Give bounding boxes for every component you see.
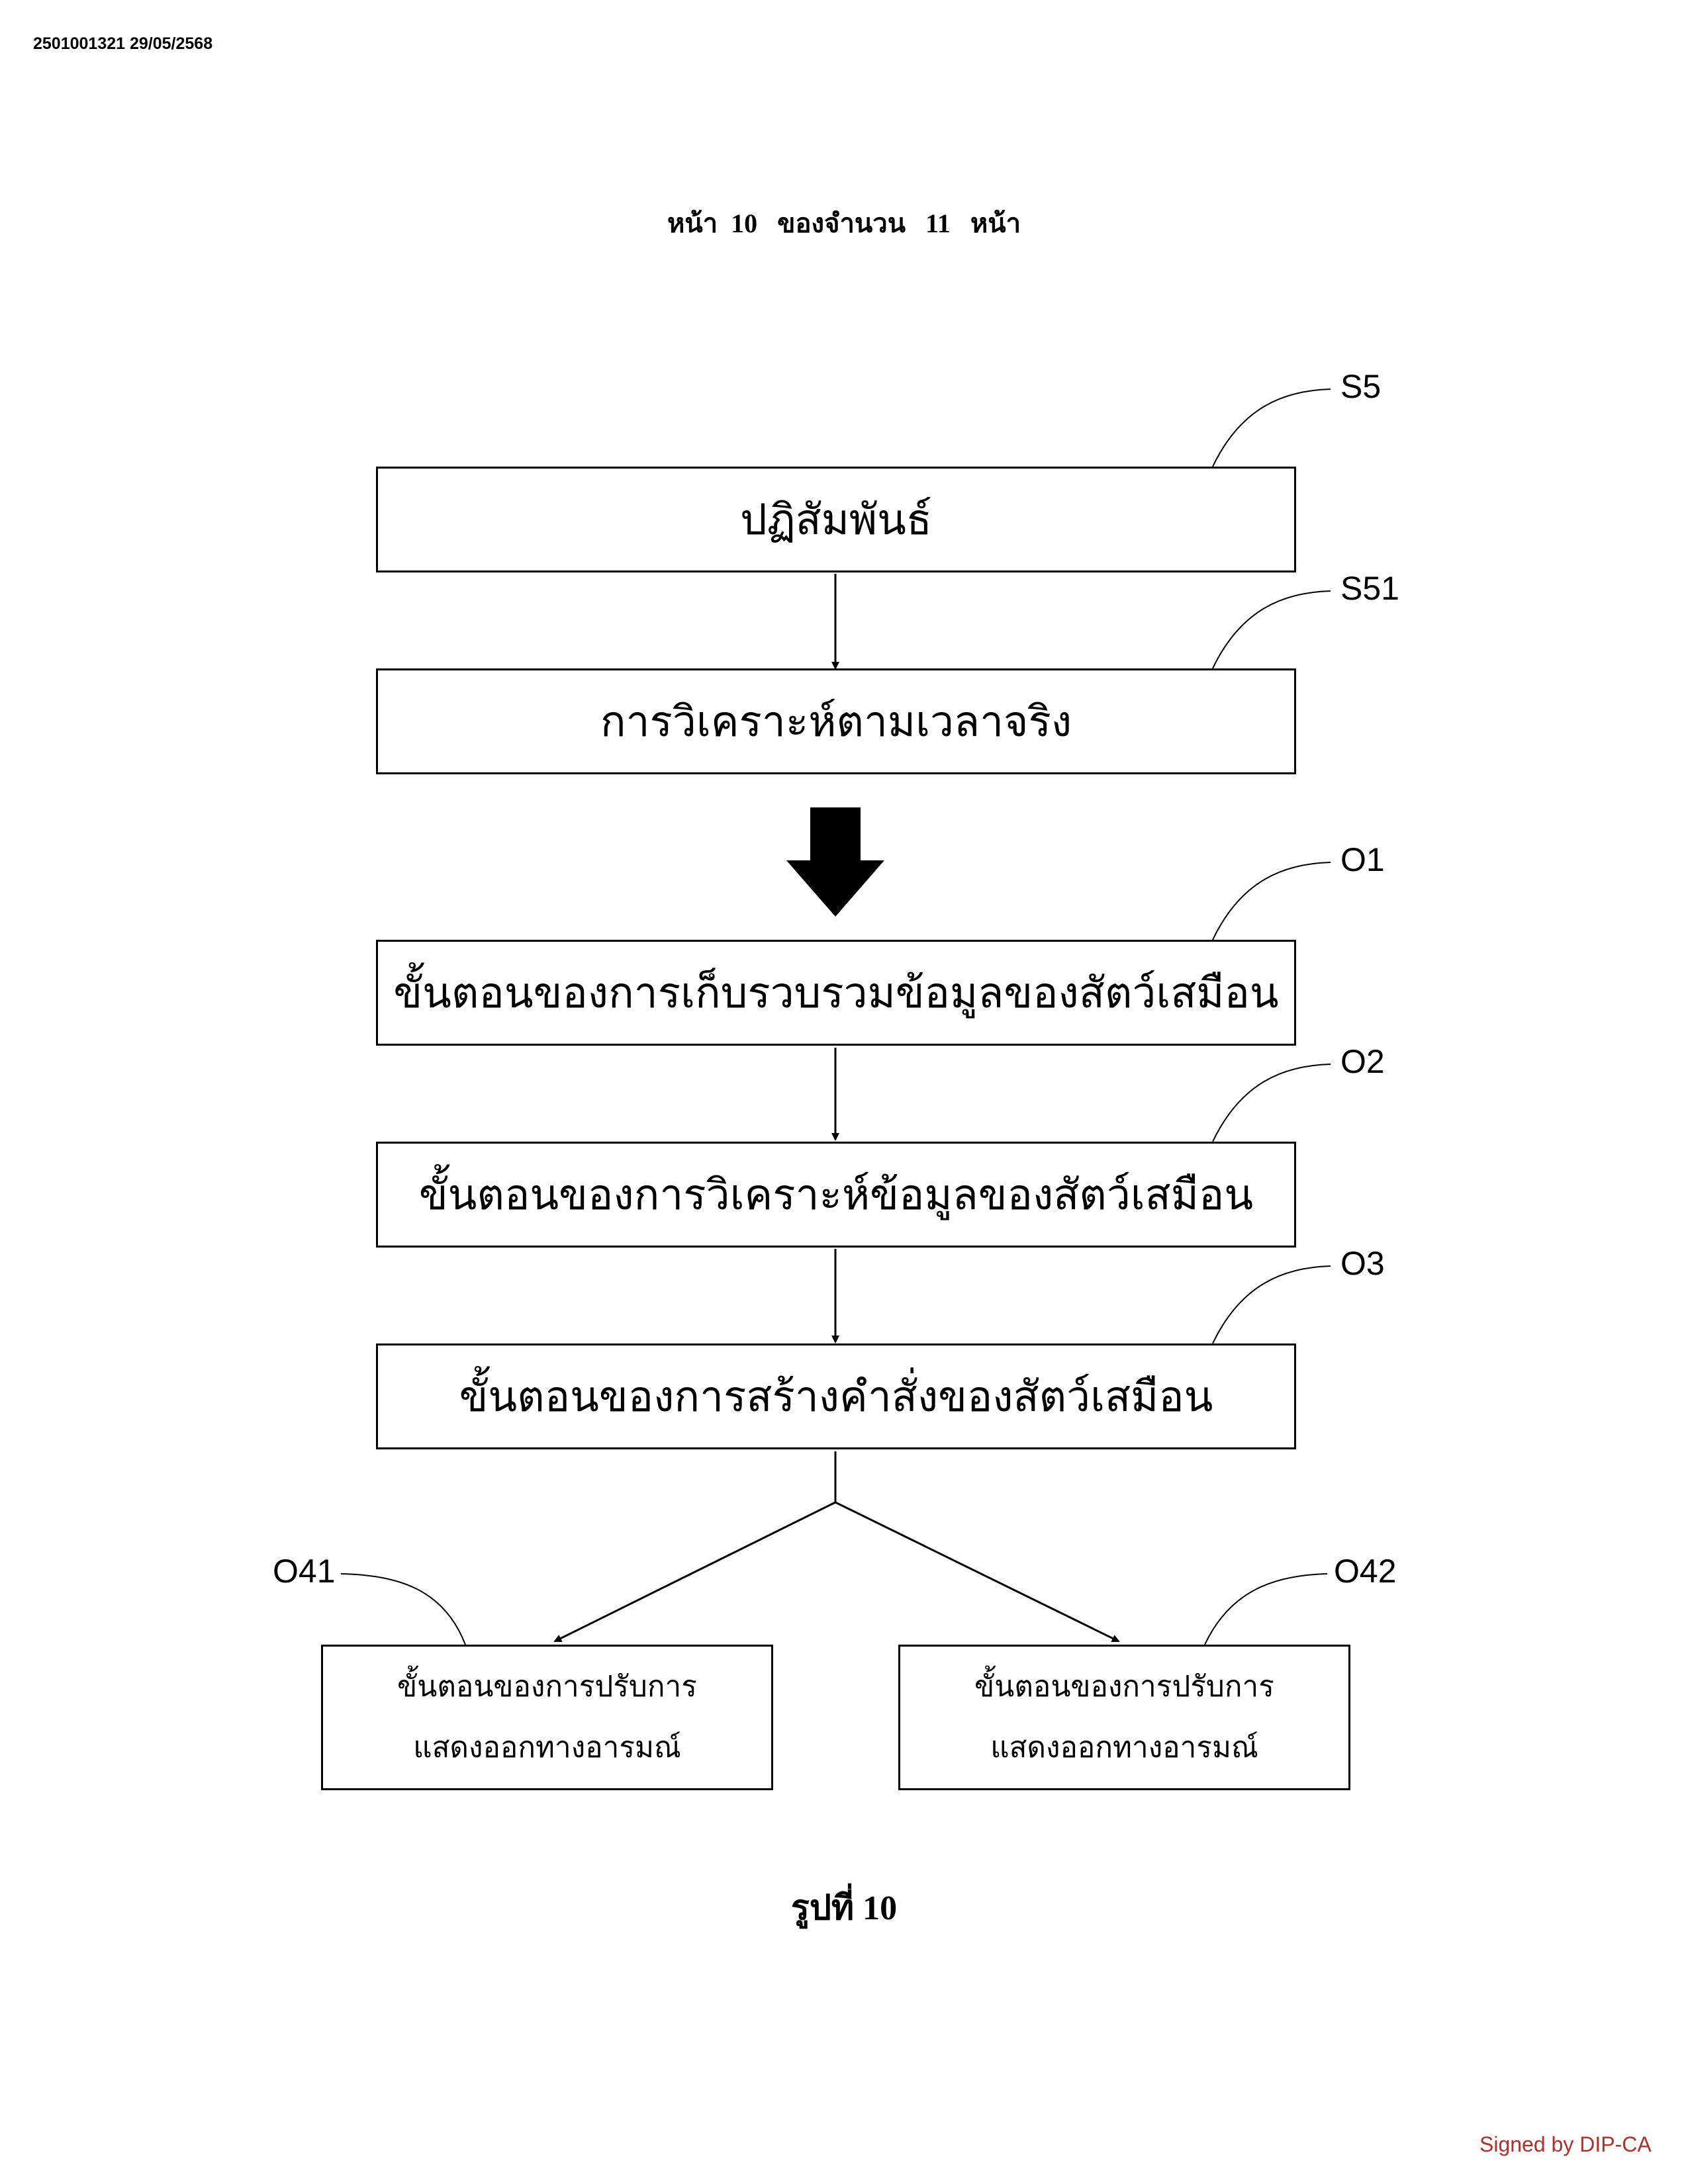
page-header: หน้า 10 ของจำนวน 11 หน้า [667, 208, 1021, 238]
step-label-o2: ขั้นตอนของการวิเคราะห์ข้อมูลของสัตว์เสมื… [418, 1171, 1254, 1220]
step-box-s5: ปฏิสัมพันธ์ [376, 467, 1296, 572]
step-label-o42-line2: แสดงออกทางอารมณ์ [990, 1731, 1258, 1764]
document-id: 2501001321 29/05/2568 [33, 34, 213, 53]
step-label-s51: การวิเคราะห์ตามเวลาจริง [600, 698, 1072, 747]
leader-o1 [1212, 862, 1331, 940]
ref-label-o1: O1 [1340, 841, 1385, 878]
ref-label-o42: O42 [1334, 1553, 1397, 1590]
leader-s5 [1212, 388, 1331, 467]
ref-label-o3: O3 [1340, 1245, 1385, 1282]
ref-label-o41: O41 [273, 1553, 336, 1590]
step-box-o41: ขั้นตอนของการปรับการ แสดงออกทางอารมณ์ [321, 1645, 773, 1790]
figure-caption: รูปที่ 10 [790, 1889, 898, 1927]
step-label-o41-line1: ขั้นตอนของการปรับการ [397, 1670, 697, 1704]
ref-label-s5: S5 [1340, 368, 1382, 405]
leader-o41 [340, 1573, 466, 1645]
leader-o42 [1204, 1573, 1328, 1645]
edge-split-o41 [553, 1501, 836, 1643]
step-box-o2: ขั้นตอนของการวิเคราะห์ข้อมูลของสัตว์เสมื… [376, 1142, 1296, 1248]
ref-label-o2: O2 [1340, 1043, 1385, 1080]
step-box-o42: ขั้นตอนของการปรับการ แสดงออกทางอารมณ์ [898, 1645, 1350, 1790]
step-box-s51: การวิเคราะห์ตามเวลาจริง [376, 668, 1296, 774]
edge-split-o42 [835, 1501, 1120, 1643]
leader-o3 [1212, 1265, 1331, 1344]
step-label-o1: ขั้นตอนของการเก็บรวบรวมข้อมูลของสัตว์เสม… [393, 969, 1279, 1018]
leader-o2 [1212, 1064, 1331, 1142]
step-box-o1: ขั้นตอนของการเก็บรวบรวมข้อมูลของสัตว์เสม… [376, 940, 1296, 1046]
step-label-o41-line2: แสดงออกทางอารมณ์ [413, 1731, 681, 1764]
step-label-o3: ขั้นตอนของการสร้างคำสั่งของสัตว์เสมือน [459, 1373, 1213, 1422]
block-arrow-s51-o1 [786, 807, 884, 917]
signature-stamp: Signed by DIP-CA [1479, 2132, 1652, 2156]
step-label-o42-line1: ขั้นตอนของการปรับการ [974, 1670, 1274, 1704]
leader-s51 [1212, 590, 1331, 669]
step-box-o3: ขั้นตอนของการสร้างคำสั่งของสัตว์เสมือน [376, 1343, 1296, 1449]
ref-label-s51: S51 [1340, 570, 1399, 607]
step-label-s5: ปฏิสัมพันธ์ [740, 496, 932, 545]
